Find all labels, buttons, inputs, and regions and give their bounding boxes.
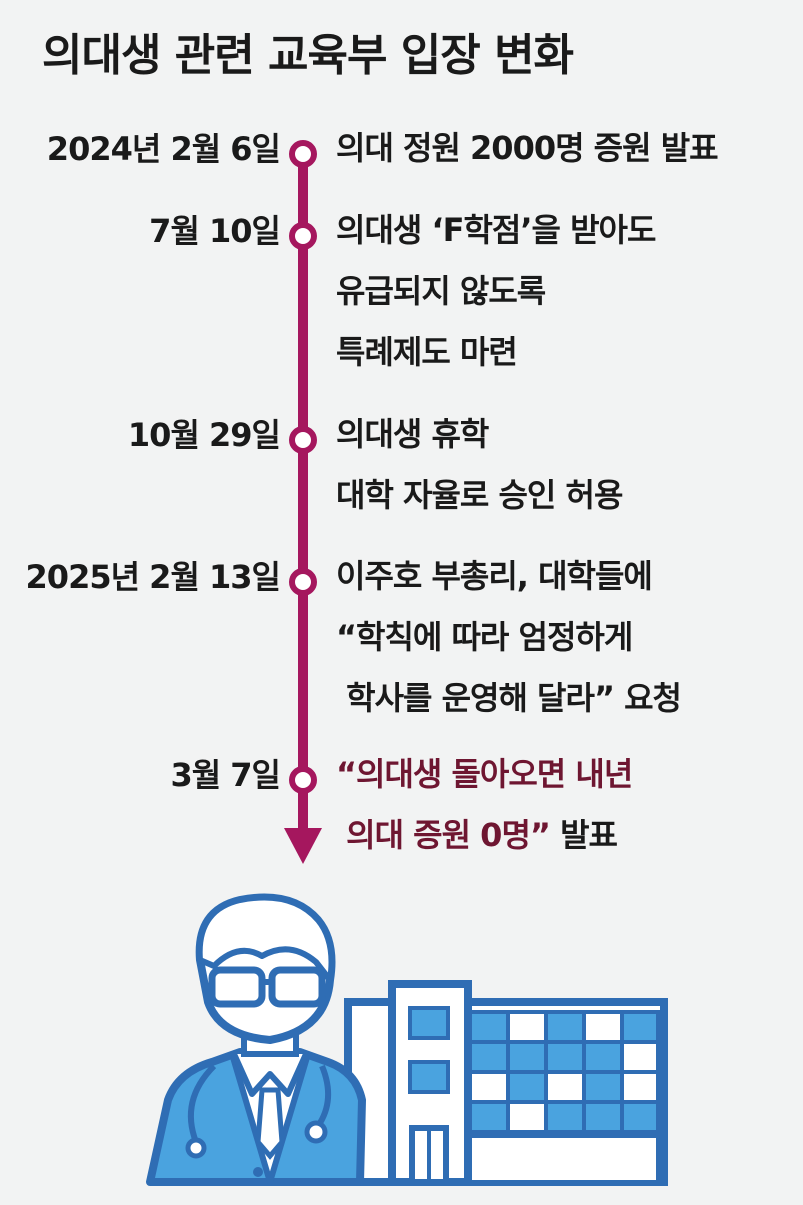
- doctor-icon: [146, 893, 366, 1186]
- timeline-dot-icon: [289, 766, 317, 794]
- event-description: 이주호 부총리, 대학들에 “학칙에 따라 엄정하게 학사를 운영해 달라” 요…: [336, 557, 682, 717]
- event-date: 2025년 2월 13일: [25, 558, 281, 596]
- event-date: 7월 10일: [149, 212, 281, 250]
- event-date: 2024년 2월 6일: [46, 130, 281, 168]
- event-description: 의대 정원 2000명 증원 발표: [336, 129, 719, 167]
- event-description-highlight: “의대생 돌아오면 내년 의대 증원 0명” 발표: [336, 755, 633, 854]
- page-title: 의대생 관련 교육부 입장 변화: [42, 30, 574, 81]
- timeline-dot-icon: [289, 568, 317, 596]
- timeline-dot-icon: [289, 426, 317, 454]
- timeline-dot-icon: [289, 140, 317, 168]
- event-date: 10월 29일: [127, 416, 281, 454]
- event-date: 3월 7일: [170, 756, 281, 794]
- illustration: [146, 893, 668, 1186]
- timeline-line: [298, 142, 308, 834]
- event-description: 의대생 ‘F학점’을 받아도 유급되지 않도록 특례제도 마련: [336, 211, 656, 371]
- timeline-dot-icon: [289, 222, 317, 250]
- event-description: 의대생 휴학 대학 자율로 승인 허용: [336, 415, 623, 514]
- timeline-arrow-icon: [284, 828, 322, 864]
- hospital-building-icon: [344, 980, 668, 1186]
